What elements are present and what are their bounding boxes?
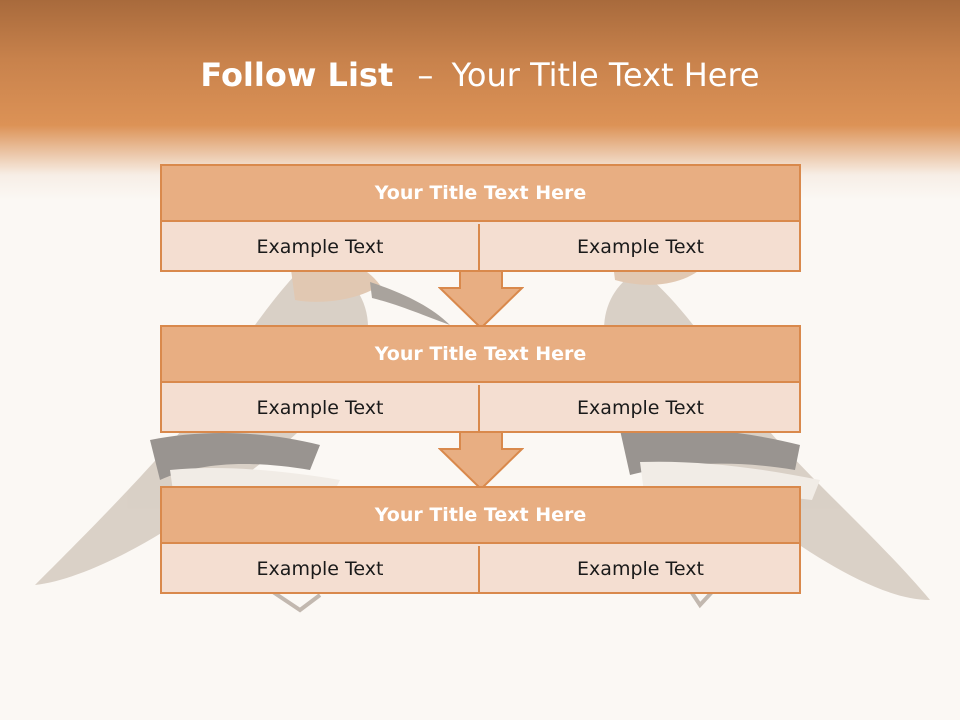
step-box-left-text: Example Text [162,546,480,592]
step-box-title: Your Title Text Here [162,488,799,544]
slide-title-separator: – [417,56,434,94]
step-box-2: Your Title Text Here Example Text Exampl… [160,325,801,433]
step-box-left-text: Example Text [162,385,480,431]
step-box-title: Your Title Text Here [162,166,799,222]
down-arrow-icon [438,431,524,491]
step-box-1: Your Title Text Here Example Text Exampl… [160,164,801,272]
slide-title: Follow List – Your Title Text Here [0,56,960,94]
step-box-right-text: Example Text [577,236,704,258]
step-box-title: Your Title Text Here [162,327,799,383]
step-box-left-text: Example Text [162,224,480,270]
slide-title-bold: Follow List [200,56,394,94]
step-box-3: Your Title Text Here Example Text Exampl… [160,486,801,594]
step-box-right-text: Example Text [577,558,704,580]
step-box-right-text: Example Text [577,397,704,419]
slide-title-rest: Your Title Text Here [451,56,760,94]
down-arrow-icon [438,270,524,330]
